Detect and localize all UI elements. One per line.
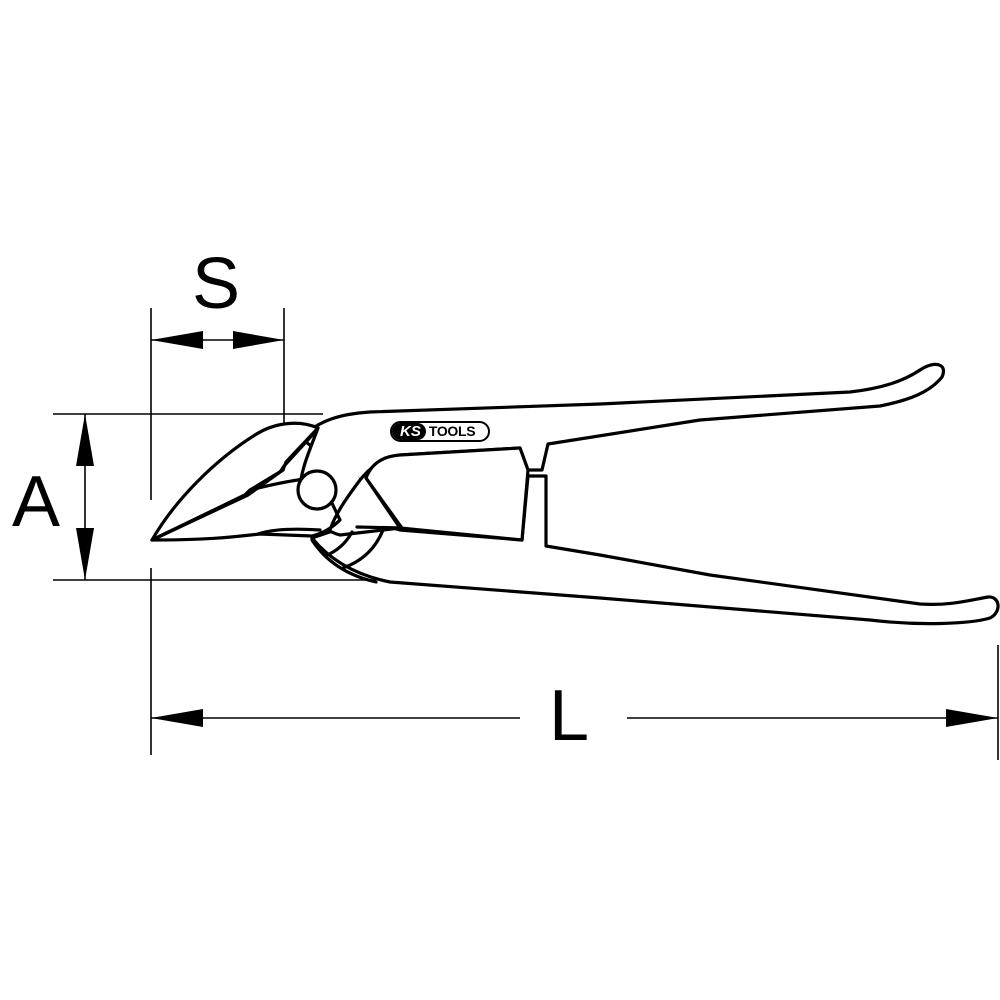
brand-logo-ks: KS: [392, 423, 426, 440]
upper-jaw: [150, 421, 320, 542]
linkage: [355, 476, 404, 530]
dimension-lines: [53, 308, 999, 760]
pivot-bolt: [296, 469, 338, 511]
lower-handle: [310, 474, 1000, 626]
brand-logo-tools: TOOLS: [428, 423, 476, 439]
dimension-label-a: A: [12, 462, 61, 542]
brand-logo: KS TOOLS: [390, 421, 490, 442]
dimension-label-l: L: [549, 676, 590, 756]
lower-jaw: [150, 476, 342, 542]
dimension-label-s: S: [192, 244, 241, 324]
